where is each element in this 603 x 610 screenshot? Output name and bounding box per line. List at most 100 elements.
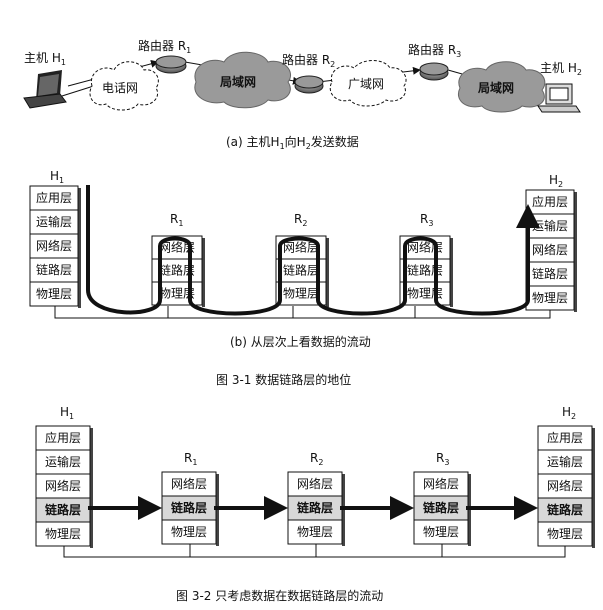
c-h2-layer-label-0: 应用层 [547,430,583,445]
b-h2-layer-label-4: 物理层 [532,291,568,305]
b-r2-layer-label-2: 物理层 [283,287,319,301]
router-r3-icon [419,62,449,81]
b-h1-layer-1: 运输层 [29,209,81,236]
b-h2-layer-1: 运输层 [525,213,577,240]
c-h1-layer-1: 运输层 [35,449,93,476]
c-r2-label: R2 [310,451,323,467]
c-r1-layer-label-0: 网络层 [171,476,207,491]
c-h2-layer-4: 物理层 [537,521,595,548]
b-h1-layer-0: 应用层 [29,185,81,212]
b-h1-layer-2: 网络层 [29,233,81,260]
c-h2-layer-0: 应用层 [537,425,595,452]
c-h1-layer-label-0: 应用层 [45,430,81,445]
c-h2-layer-3: 链路层 [537,497,595,524]
wan-cloud: 广域网 [329,60,407,107]
c-h1-layer-4: 物理层 [35,521,93,548]
c-r1-label: R1 [184,451,197,467]
lan1-cloud: 局域网 [194,51,291,109]
c-h1-layer-label-2: 网络层 [45,478,81,493]
b-h1-layer-label-1: 运输层 [36,214,72,229]
c-h1-layer-2: 网络层 [35,473,93,500]
b-r3-layer-1: 链路层 [399,258,453,284]
b-h1-layer-3: 链路层 [29,257,81,284]
b-h2-layer-0: 应用层 [525,189,577,216]
b-r1-label: R1 [170,212,183,228]
c-h1-layer-label-1: 运输层 [45,454,81,469]
b-h2-layer-4: 物理层 [525,285,577,312]
router-r1-label: 路由器 R1 [138,38,191,55]
lan2-cloud: 局域网 [458,61,546,113]
lan1-label: 局域网 [220,74,256,89]
c-r1-layer-label-1: 链路层 [171,500,207,515]
b-r3-layer-2: 物理层 [399,281,453,307]
router-r2-label: 路由器 R2 [282,52,335,69]
c-h1-label: H1 [60,405,74,421]
c-r1-layer-label-2: 物理层 [171,525,207,539]
host-h2-label: 主机 H2 [540,61,582,77]
laptop-h1-icon [23,70,67,109]
c-r2-layer-1: 链路层 [287,495,345,522]
c-r2-layer-0: 网络层 [287,471,345,498]
b-h1-layer-label-4: 物理层 [36,287,72,301]
figure-3-2-caption: 图 3-2 只考虑数据在数据链路层的流动 [176,588,383,603]
c-r3-layer-label-0: 网络层 [423,476,459,491]
b-h2-label: H2 [549,173,563,189]
b-r3-label: R3 [420,212,433,228]
part-b-layer-flow: 应用层运输层网络层链路层物理层网络层链路层物理层网络层链路层物理层网络层链路层物… [29,169,577,349]
c-r2-layer-2: 物理层 [287,519,345,546]
b-r1-layer-label-1: 链路层 [159,263,195,278]
b-h1-layer-4: 物理层 [29,281,81,308]
c-r2-layer-label-1: 链路层 [297,500,333,515]
part-a-caption: (a) 主机H1向H2发送数据 [226,134,359,151]
b-h1-layer-label-2: 网络层 [36,238,72,253]
c-r1-layer-0: 网络层 [161,471,219,498]
phone-network-cloud: 电话网 [89,61,159,111]
figure-3-1-caption: 图 3-1 数据链路层的地位 [216,372,351,387]
b-r2-layer-label-0: 网络层 [283,240,319,255]
c-r1-layer-1: 链路层 [161,495,219,522]
b-h2-layer-label-1: 运输层 [532,218,568,233]
c-r3-layer-label-1: 链路层 [423,500,459,515]
c-r1-layer-2: 物理层 [161,519,219,546]
c-h1-layer-3: 链路层 [35,497,93,524]
b-h2-layer-3: 链路层 [525,261,577,288]
c-h2-layer-2: 网络层 [537,473,595,500]
c-h2-label: H2 [562,405,576,421]
host-h1-label: 主机 H1 [24,51,66,67]
b-r1-layer-label-2: 物理层 [159,287,195,301]
router-r1-icon [155,55,187,74]
lan2-label: 局域网 [478,80,514,95]
b-h2-layer-label-3: 链路层 [532,266,568,281]
c-h1-layer-0: 应用层 [35,425,93,452]
c-h1-layer-label-3: 链路层 [45,502,81,517]
b-r2-layer-1: 链路层 [275,258,329,284]
b-h1-layer-label-3: 链路层 [36,262,72,277]
b-h2-layer-label-2: 网络层 [532,242,568,257]
router-r3-label: 路由器 R3 [408,42,461,59]
c-h2-layer-label-3: 链路层 [547,502,583,517]
b-h1-layer-label-0: 应用层 [36,190,72,205]
b-h1-label: H1 [50,169,64,185]
b-r2-label: R2 [294,212,307,228]
c-r3-label: R3 [436,451,449,467]
phone-network-label: 电话网 [102,81,138,95]
c-h2-layer-label-2: 网络层 [547,478,583,493]
router-r2-icon [294,75,324,94]
b-r1-layer-label-0: 网络层 [159,240,195,255]
part-b-caption: (b) 从层次上看数据的流动 [230,334,371,349]
desktop-h2-icon [537,83,581,113]
c-h1-layer-label-4: 物理层 [45,527,81,541]
c-r3-layer-1: 链路层 [413,495,471,522]
c-r2-layer-label-2: 物理层 [297,525,333,539]
part-a-network: 电话网 局域网 广域网 局域网 [23,38,582,151]
c-r3-layer-label-2: 物理层 [423,525,459,539]
b-r2-layer-2: 物理层 [275,281,329,307]
c-r2-layer-label-0: 网络层 [297,476,333,491]
b-r2-layer-label-1: 链路层 [283,263,319,278]
b-h2-layer-2: 网络层 [525,237,577,264]
c-r3-layer-0: 网络层 [413,471,471,498]
b-h2-layer-label-0: 应用层 [532,194,568,209]
c-h2-layer-label-4: 物理层 [547,527,583,541]
